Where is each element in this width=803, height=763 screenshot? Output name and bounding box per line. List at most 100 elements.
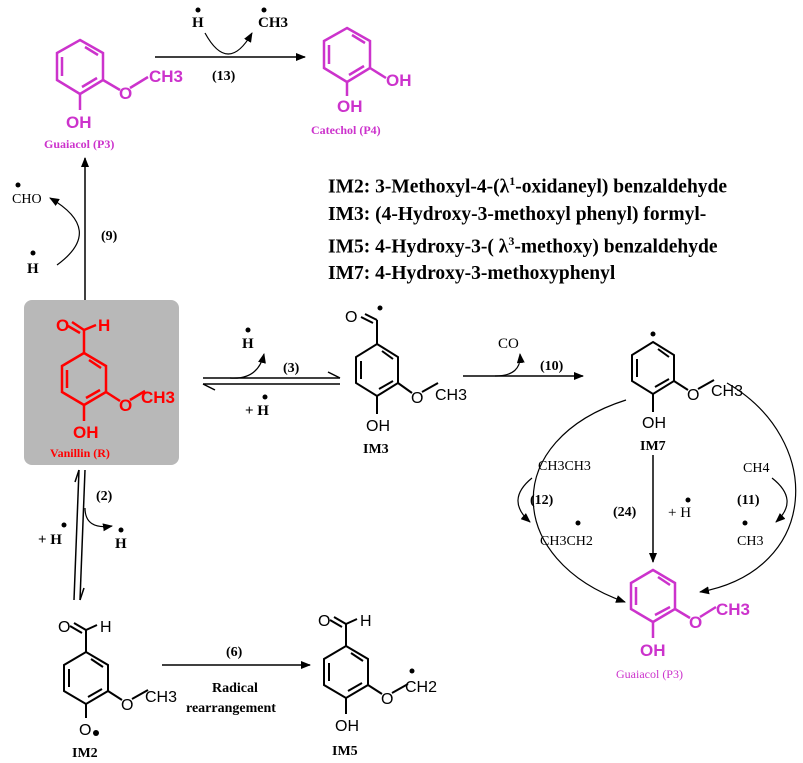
r12-id: (12): [530, 493, 554, 508]
curved-arrow-10: [494, 353, 525, 377]
r6-label-line1: Radical: [212, 681, 258, 696]
legend-text: 3-Methoxyl-4-(λ: [375, 176, 510, 198]
r3-id: (3): [283, 361, 300, 376]
radical-dot: [575, 520, 581, 526]
r9-lose-cho: CHO: [12, 192, 42, 207]
legend-row-im5: IM5: 4-Hydroxy-3-( λ3-methoxy) benzaldeh…: [328, 228, 798, 261]
r2-id: (2): [96, 489, 113, 504]
vanillin-highlight-box: [24, 300, 179, 465]
vanillin-structure: [60, 320, 146, 421]
im3-o-ether: O: [411, 390, 423, 407]
radical-dot: [245, 327, 251, 333]
r13-lose-ch3: CH3: [258, 15, 288, 31]
r12-reagent: CH3CH3: [538, 459, 591, 474]
vanillin-label: Vanillin (R): [50, 446, 110, 460]
legend-text: 4-Hydroxy-3-( λ: [375, 236, 509, 257]
im3-oh: OH: [366, 418, 390, 435]
legend-text-post: -methoxy) benzaldehyde: [514, 236, 718, 257]
legend-id: IM5:: [328, 236, 371, 257]
catechol-label: Catechol (P4): [311, 123, 381, 137]
r2-lose-h: H: [115, 536, 127, 552]
loop-arrow-12: [532, 399, 627, 603]
radical-dot: [650, 331, 656, 337]
im7-oh: OH: [642, 415, 666, 432]
guaiacol-bottom-o: O: [689, 613, 702, 632]
catechol-oh2: OH: [337, 97, 363, 116]
vanillin-cho-h: H: [98, 316, 110, 335]
legend-row-im2: IM2: 3-Methoxyl-4-(λ1-oxidaneyl) benzald…: [328, 168, 798, 201]
r11-product: CH3: [737, 534, 763, 549]
r11-reagent: CH4: [743, 461, 769, 476]
r10-id: (10): [540, 359, 564, 374]
r13-gain-h: H: [192, 15, 204, 31]
loop-arrow-11: [699, 382, 797, 595]
r12-product: CH3CH2: [540, 534, 593, 549]
r10-lose-co: CO: [498, 336, 519, 352]
vanillin-och3: CH3: [141, 388, 175, 407]
radical-dot: [30, 250, 36, 256]
im7-och3: CH3: [711, 383, 743, 400]
guaiacol-bottom-och3: CH3: [716, 600, 750, 619]
im5-label: IM5: [332, 744, 358, 759]
radical-dot: [409, 668, 415, 674]
vanillin-cho-o: O: [56, 316, 69, 335]
curved-arrow-12: [517, 477, 533, 523]
legend-text-post: -oxidaneyl) benzaldehyde: [515, 176, 728, 198]
eq-arrow-2-down: [79, 469, 86, 601]
curved-arrow-11: [771, 477, 788, 523]
r6-id: (6): [226, 645, 243, 660]
r6-label-line2: rearrangement: [186, 701, 276, 716]
radical-dot: [262, 394, 268, 400]
im7-structure: [631, 340, 715, 412]
guaiacol-bottom-oh: OH: [640, 641, 666, 660]
r9-gain-h: H: [27, 261, 39, 277]
guaiacol-top-oh: OH: [66, 113, 92, 132]
im5-oh: OH: [335, 718, 359, 735]
im2-label: IM2: [72, 746, 98, 761]
radical-dot: [685, 497, 691, 503]
radical-dot: [261, 7, 267, 13]
curved-arrow-13: [204, 32, 253, 55]
r13-id: (13): [212, 69, 236, 84]
r11-id: (11): [737, 493, 760, 508]
im2-structure: [63, 622, 149, 718]
radical-dot: [118, 527, 124, 533]
im5-ch2: CH2: [405, 679, 437, 696]
im3-structure: [355, 313, 439, 414]
radical-dot: [377, 305, 383, 311]
vanillin-oh: OH: [73, 423, 99, 442]
im7-label: IM7: [640, 439, 666, 454]
guaiacol-top-structure: [55, 38, 149, 110]
im7-o: O: [687, 387, 699, 404]
im5-o-ether: O: [381, 691, 393, 708]
curved-arrow-3: [229, 353, 266, 379]
eq-arrow-2-up: [73, 469, 80, 601]
im5-cho-h: H: [360, 613, 372, 630]
legend-id: IM3:: [328, 203, 371, 225]
guaiacol-bottom-label: Guaiacol (P3): [616, 667, 683, 681]
legend-row-im7: IM7: 4-Hydroxy-3-methoxyphenyl: [328, 260, 798, 287]
im2-o-ether: O: [121, 697, 133, 714]
legend-text: 4-Hydroxy-3-methoxyphenyl: [375, 263, 616, 284]
im3-label: IM3: [363, 442, 389, 457]
legend-text: (4-Hydroxy-3-methoxyl phenyl) formyl-: [375, 203, 707, 225]
r9-id: (9): [101, 229, 118, 244]
radical-dot: [195, 7, 201, 13]
vanillin-o: O: [119, 396, 132, 415]
legend-id: IM7:: [328, 263, 371, 284]
curved-arrow-9: [49, 197, 80, 266]
im5-structure: [323, 616, 409, 714]
im2-o-radical: O: [79, 722, 91, 739]
legend-sup: 1: [509, 174, 516, 188]
radical-dot: [93, 730, 99, 736]
radical-dot: [742, 520, 748, 526]
im2-cho-h: H: [100, 619, 112, 636]
r3-gain-h: + H: [245, 403, 269, 419]
im5-cho-o: O: [318, 613, 330, 630]
r24-id: (24): [613, 505, 637, 520]
catechol-oh1: OH: [386, 71, 412, 90]
im2-och3: CH3: [145, 689, 177, 706]
im3-o: O: [345, 309, 357, 326]
radical-dot: [15, 182, 21, 188]
